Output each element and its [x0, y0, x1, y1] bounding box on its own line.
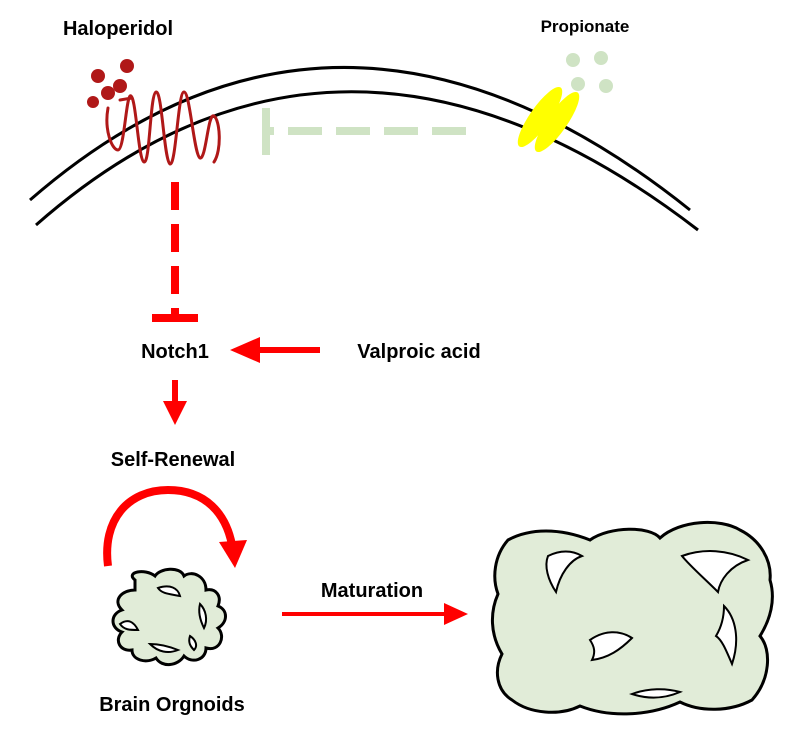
notch1-label: Notch1	[141, 341, 209, 363]
cell-membrane	[29, 65, 699, 232]
propionate-label: Propionate	[541, 17, 630, 36]
propionate-receptor-icon	[517, 86, 580, 153]
maturation-arrow	[282, 603, 468, 625]
dopamine-receptor-icon	[105, 90, 221, 166]
haloperidol-label: Haloperidol	[63, 18, 173, 40]
valproic-acid-label: Valproic acid	[357, 341, 480, 363]
propionate-molecules	[566, 51, 613, 93]
small-organoid-icon	[111, 567, 227, 666]
valproic-activation-arrow	[230, 337, 320, 363]
propionate-inhibition-arrow	[262, 108, 466, 155]
self-renewal-label: Self-Renewal	[111, 449, 235, 471]
maturation-label: Maturation	[321, 580, 423, 602]
large-organoid-icon	[490, 520, 774, 716]
self-renewal-cycle-arrow	[103, 485, 247, 568]
notch1-to-self-renewal-arrow	[163, 380, 187, 425]
haloperidol-inhibition-arrow	[152, 182, 198, 322]
haloperidol-molecules	[87, 59, 134, 108]
brain-organoids-label: Brain Orgnoids	[99, 694, 245, 716]
